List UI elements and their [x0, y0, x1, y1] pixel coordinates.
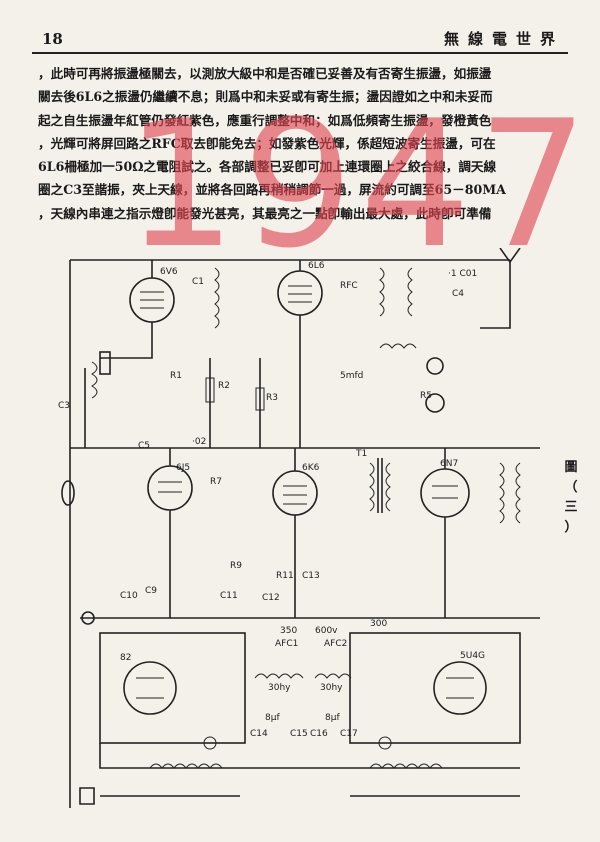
cap-label: C13	[302, 571, 320, 581]
power-supply-right	[349, 632, 521, 744]
tube-82: 82	[120, 653, 177, 715]
tube-label: 6V6	[160, 267, 178, 277]
cap-label: C12	[262, 593, 280, 603]
caption-char: 三	[564, 500, 578, 515]
res-label: R11	[276, 571, 294, 581]
rfc-label: RFC	[340, 281, 358, 291]
text-line: ，光輝可將屏回路之RFC取去卽能免去；如發紫色光輝，係超短波寄生振盪，可在	[38, 135, 496, 151]
lamp-icon	[81, 611, 95, 625]
pilot-lamp-icon	[203, 736, 217, 750]
circuit-schematic: 6V6 C3 C1 6L6 RFC ·1 C01 C4 R2 R3 R1 5mf…	[58, 248, 540, 808]
cap-label: C11	[220, 591, 238, 601]
afc-label: AFC1	[275, 639, 298, 649]
cap-label: C5	[138, 441, 150, 451]
caption-char: 圖	[564, 460, 578, 475]
cap-label: C3	[58, 401, 70, 411]
tube-6n7: 6N7	[420, 448, 470, 618]
link-coil	[407, 267, 413, 317]
microphone-icon	[61, 480, 75, 506]
volt-label: 300	[370, 619, 387, 629]
res-label: R5	[420, 391, 432, 401]
page-header: 18 無線電世界	[32, 26, 568, 50]
tube-6v6: 6V6	[100, 260, 178, 359]
body-paragraph: ，此時可再將振盪極關去，以測放大級中和是否確已妥善及有否寄生振盪，如振盪 關去後…	[38, 62, 566, 225]
cap-label: C9	[145, 586, 157, 596]
res-label: R3	[266, 393, 278, 403]
power-supply-left	[99, 632, 246, 744]
mfd-label: 5mfd	[340, 371, 363, 381]
tank-coil	[91, 361, 98, 399]
choke-label: 30hy	[268, 683, 291, 693]
plate-coil	[214, 267, 220, 329]
cap-label: C15	[290, 729, 308, 739]
caption-char: （	[564, 480, 578, 495]
antenna	[480, 248, 521, 329]
text-line: ，此時可再將振盪極關去，以測放大級中和是否確已妥善及有否寄生振盪，如振盪	[38, 66, 492, 81]
afc-label: AFC2	[324, 639, 347, 649]
text-line: 6L6柵極加一50Ω之電阻試之。各部調整已妥卽可加上連環圈上之絞合線，調天線	[38, 159, 497, 175]
figure-caption: 圖 （ 三 ）	[562, 458, 580, 538]
volt-label: 350	[280, 626, 297, 636]
volt-label: 600v	[315, 626, 338, 636]
tube-label: 6K6	[302, 463, 320, 473]
meter-icon	[425, 393, 445, 413]
text-line: ，天線內串連之指示燈卽能發光甚亮，其最亮之一點卽輸出最大處，此時卽可準備	[38, 205, 492, 221]
resistor	[205, 377, 215, 403]
cap-label: C16	[310, 729, 328, 739]
tube-6k6: 6K6	[272, 448, 320, 618]
cap-label: 8μf	[325, 713, 340, 723]
filter-choke	[254, 673, 304, 679]
tube-label: 6L6	[308, 261, 325, 271]
tube-5u4g: 5U4G	[433, 651, 487, 715]
cap-label: C14	[250, 729, 268, 739]
output-coil	[379, 267, 385, 317]
crystal	[99, 351, 111, 375]
header-rule	[32, 52, 568, 54]
transformer-label: T1	[355, 449, 367, 459]
res-label: R9	[230, 561, 242, 571]
res-label: R1	[170, 371, 182, 381]
power-plug-icon	[79, 787, 95, 805]
text-line: 起之自生振盪年紅管仍發紅紫色，應重行調整中和；如爲低頻寄生振盪，發橙黃色	[38, 112, 492, 128]
indicator-lamp-icon	[426, 357, 444, 375]
text-line: 關去後6L6之振盪仍繼續不息；則爲中和未妥或有寄生振；盪因證如之中和未妥而	[38, 89, 493, 105]
cap-label: 8μf	[265, 713, 280, 723]
ant-cap-value: ·1 C01	[448, 269, 477, 279]
transformer-t1: T1	[355, 449, 391, 513]
cap-label: C17	[340, 729, 358, 739]
ant-cap-label: C4	[452, 289, 464, 299]
tube-label: 82	[120, 653, 131, 663]
resistor	[255, 387, 265, 411]
cap-label: ·02	[192, 437, 206, 447]
text-line: 圈之C3至諧振，夾上天線，並將各回路再稍稍調節一過，屏流約可調至65－80MA	[38, 182, 506, 198]
tube-label: 6N7	[440, 459, 458, 469]
tube-label: 6J5	[176, 463, 190, 473]
res-label: R7	[210, 477, 222, 487]
page-number: 18	[42, 30, 63, 48]
pilot-lamp-icon	[378, 736, 392, 750]
caption-char: ）	[564, 520, 578, 535]
cap-label: C10	[120, 591, 138, 601]
filter-choke	[314, 673, 352, 679]
tube-6j5: 6J5	[147, 448, 193, 618]
tube-label: 5U4G	[460, 651, 485, 661]
choke-label: 30hy	[320, 683, 343, 693]
res-label: R2	[218, 381, 230, 391]
modulation-transformer	[499, 462, 521, 524]
tube-6l6: 6L6	[277, 260, 325, 448]
cap-label: C1	[192, 277, 204, 287]
rf-choke	[379, 343, 417, 349]
magazine-title: 無線電世界	[443, 30, 564, 48]
